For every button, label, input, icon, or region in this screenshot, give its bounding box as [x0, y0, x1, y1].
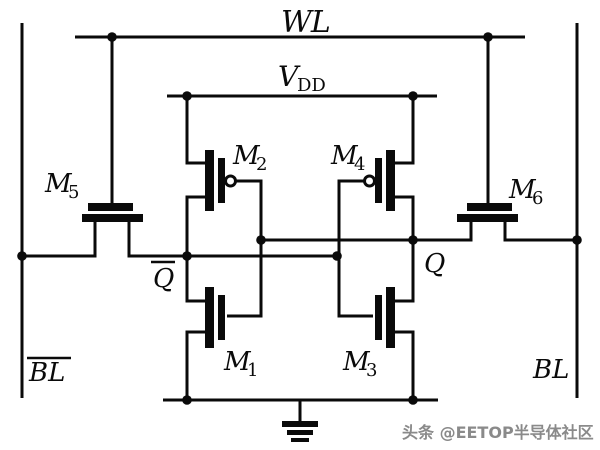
q-label: Q: [424, 249, 445, 279]
gnd-bar-2: [287, 430, 313, 435]
m3-channel-plate: [386, 287, 395, 348]
vdd-label: V: [278, 60, 301, 93]
m6-channel-plate: [457, 214, 518, 222]
m6-gate-plate: [467, 203, 512, 211]
junction-dot-q-leftgates: [256, 235, 266, 245]
m1-gate-plate: [218, 295, 225, 340]
m3-source-conn: [394, 330, 415, 400]
m1-channel-plate: [205, 287, 214, 348]
m1-label-subscript: 1: [247, 360, 258, 381]
m2-label: M: [232, 141, 261, 171]
m4-pmos-bubble: [363, 174, 376, 188]
m6-label-subscript: 6: [532, 188, 543, 209]
m2-gate-plate: [218, 158, 225, 203]
junction-dot-gnd-m3: [408, 395, 418, 405]
gnd-bar-1: [282, 421, 318, 427]
m5-gate-plate: [88, 203, 133, 211]
m5-right-lead-qbar-wire: [127, 221, 337, 258]
wl-label: WL: [281, 5, 330, 40]
m3-label-subscript: 3: [366, 360, 377, 381]
m4-source-conn: [394, 96, 415, 165]
m2-channel-plate: [205, 150, 214, 211]
m6-label: M: [508, 175, 537, 205]
junction-dot-q-node: [408, 235, 418, 245]
m4-gate-plate: [375, 158, 382, 203]
bl-label: BL: [532, 355, 569, 385]
q-wire-m6-left-lead: [261, 221, 473, 242]
m4-channel-plate: [386, 150, 395, 211]
m4-label-subscript: 4: [354, 154, 365, 175]
junction-dot-vdd-m2: [182, 91, 192, 101]
m5-left-lead: [22, 221, 97, 258]
m5-label-subscript: 5: [68, 182, 79, 203]
right-gate-column: [337, 179, 373, 318]
junction-dot-qbar-rightgates: [332, 251, 342, 261]
m4-label: M: [330, 141, 359, 171]
qbar-label: Q: [153, 264, 174, 294]
m3-label: M: [342, 347, 371, 377]
m2-label-subscript: 2: [256, 154, 267, 175]
junction-dot-wl-m6: [483, 32, 493, 42]
m5-label: M: [44, 169, 73, 199]
m5-channel-plate: [82, 214, 143, 222]
vdd-label-subscript: DD: [297, 75, 326, 96]
junction-dot-blbar-m5: [17, 251, 27, 261]
junction-dot-gnd-m1: [182, 395, 192, 405]
m3-gate-plate: [375, 295, 382, 340]
qbar-column: [185, 195, 206, 303]
junction-dot-bl-m6: [572, 235, 582, 245]
watermark-highlight: 头条 @EETOP半导体社区: [404, 425, 596, 444]
junction-dot-wl-m5: [107, 32, 117, 42]
junction-dot-qbar-node: [182, 251, 192, 261]
left-gate-column: [227, 179, 263, 318]
blbar-label: BL: [28, 358, 65, 388]
m2-source-conn: [185, 96, 206, 165]
q-column: [394, 195, 415, 303]
m2-pmos-bubble: [224, 174, 237, 188]
m1-label: M: [223, 347, 252, 377]
gnd-bar-3: [291, 438, 309, 442]
watermark-text: 头条 @EETOP半导体社区: [402, 423, 594, 442]
m6-right-lead: [503, 221, 577, 242]
m1-source-conn: [185, 330, 206, 400]
junction-dot-vdd-m4: [408, 91, 418, 101]
